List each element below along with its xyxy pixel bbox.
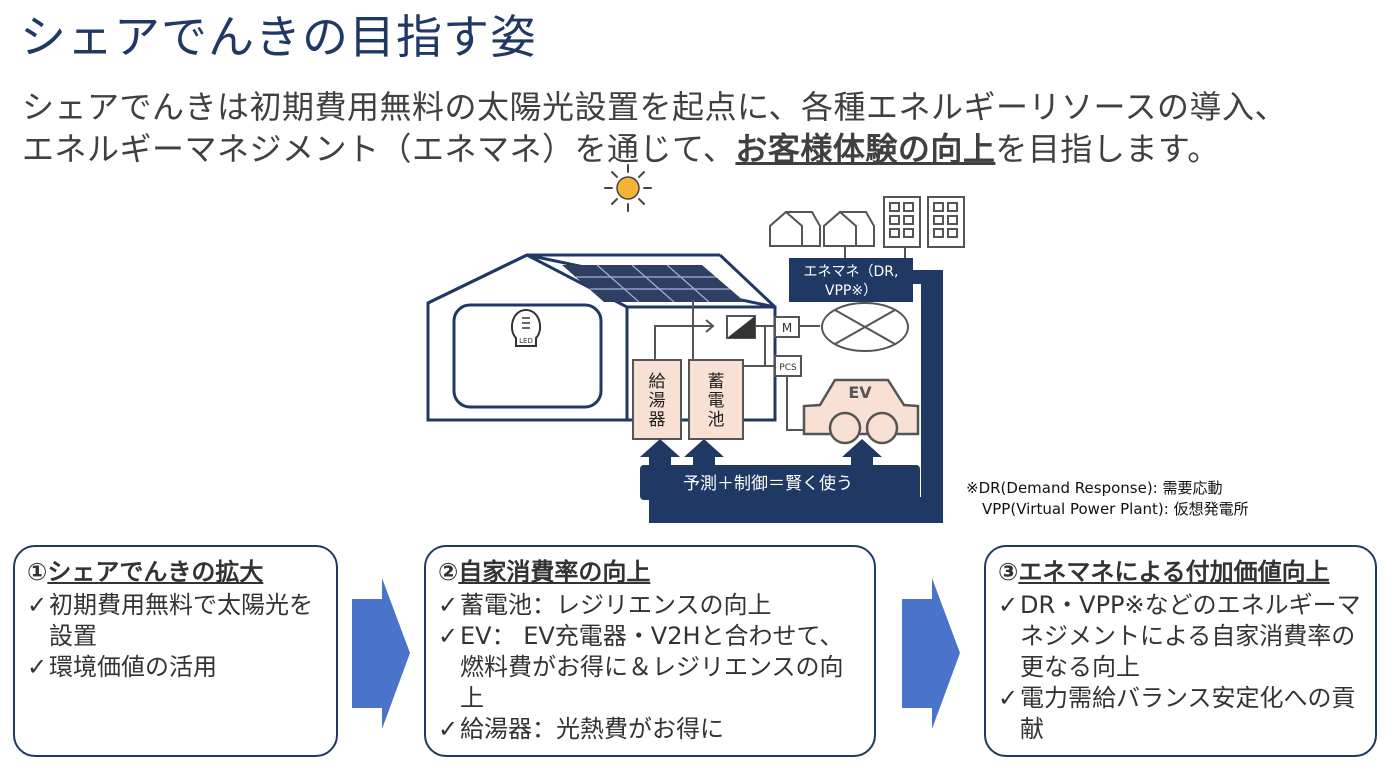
water-heater-icon: 給 湯 器 [632, 359, 682, 440]
card-title: シェアでんきの拡大 [47, 558, 264, 586]
list-item: 給湯器：光熱費がお得に [438, 714, 862, 745]
inverter-icon [726, 315, 756, 339]
list-item: 環境価値の活用 [27, 652, 324, 683]
meter-icon: M [774, 316, 800, 338]
water-heater-char-1: 給 [649, 372, 666, 392]
card-list: 蓄電池：レジリエンスの向上 EV： EV充電器・V2Hと合わせて、燃料費がお得に… [438, 590, 862, 745]
sun-icon [604, 164, 652, 212]
card-number: ③ [998, 558, 1019, 586]
power-grid-icon [821, 302, 909, 352]
pcs-label: PCS [779, 363, 797, 373]
meter-label: M [782, 321, 792, 335]
card-list: DR・VPP※などのエネルギーマネジメントによる自家消費率の更なる向上 電力需給… [998, 590, 1363, 745]
ev-car-icon: EV [802, 378, 920, 445]
list-item: EV： EV充電器・V2Hと合わせて、燃料費がお得に＆レジリエンスの向上 [438, 621, 862, 714]
list-item: DR・VPP※などのエネルギーマネジメントによる自家消費率の更なる向上 [998, 590, 1363, 683]
bulb-label: LED [519, 337, 533, 345]
enemane-box: エネマネ（DR, VPP※） [789, 258, 913, 302]
battery-icon: 蓄 電 池 [688, 359, 744, 440]
footnote-vpp: VPP(Virtual Power Plant): 仮想発電所 [982, 500, 1249, 518]
subtitle-line-2: エネルギーマネジメント（エネマネ）を通じて、お客様体験の向上を目指します。 [22, 128, 1372, 170]
water-heater-char-2: 湯 [649, 391, 666, 411]
card-title: 自家消費率の向上 [458, 558, 651, 586]
subtitle-line-1: シェアでんきは初期費用無料の太陽光設置を起点に、各種エネルギーリソースの導入、 [22, 88, 1287, 126]
arrow-right-icon [352, 578, 410, 729]
card-list: 初期費用無料で太陽光を設置 環境価値の活用 [27, 590, 324, 683]
neighbor-house-icon [769, 210, 875, 247]
bulb-icon: LED [510, 308, 542, 347]
list-item: 蓄電池：レジリエンスの向上 [438, 590, 862, 621]
battery-char-1: 蓄 [708, 372, 725, 392]
control-label: 予測＋制御＝賢く使う [683, 473, 853, 494]
arrow-right-icon [902, 578, 960, 729]
battery-char-3: 池 [708, 410, 725, 430]
card-number: ② [438, 558, 459, 586]
subtitle-line-2-post: を目指します。 [995, 130, 1220, 168]
solar-panel-icon [562, 264, 745, 303]
footnote-dr: ※DR(Demand Response): 需要応動 [966, 479, 1223, 497]
subtitle-emphasis: お客様体験の向上 [735, 130, 996, 168]
water-heater-char-3: 器 [649, 410, 666, 430]
building-icon [883, 196, 965, 248]
footnote: ※DR(Demand Response): 需要応動 VPP(Virtual P… [966, 478, 1249, 520]
list-item: 電力需給バランス安定化への貢献 [998, 683, 1363, 745]
enemane-label-1: エネマネ（DR, [804, 264, 899, 280]
page-subtitle: シェアでんきは初期費用無料の太陽光設置を起点に、各種エネルギーリソースの導入、 … [22, 86, 1372, 170]
subtitle-line-2-pre: エネルギーマネジメント（エネマネ）を通じて、 [22, 130, 736, 168]
card-number: ① [27, 558, 48, 586]
page-title: シェアでんきの目指す姿 [20, 10, 537, 64]
list-item: 初期費用無料で太陽光を設置 [27, 590, 324, 652]
pcs-icon: PCS [774, 355, 802, 377]
ev-label: EV [848, 383, 872, 402]
enemane-label-2: VPP※） [825, 283, 877, 299]
battery-char-2: 電 [708, 391, 725, 411]
card-title: エネマネによる付加価値向上 [1018, 558, 1330, 586]
